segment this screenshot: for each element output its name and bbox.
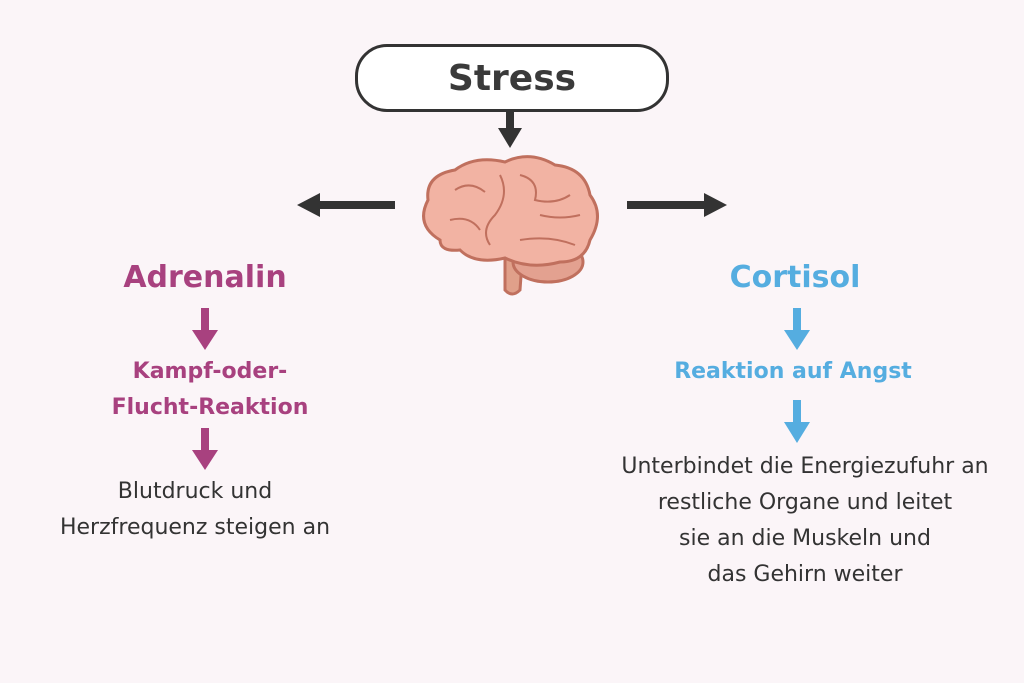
cortisol-effect: Unterbindet die Energiezufuhr an restlic… [621,449,988,593]
effect-line: Blutdruck und [117,479,273,504]
brain-icon [422,155,599,296]
arrow-left [297,193,395,217]
cortisol-reaction: Reaktion auf Angst [674,359,912,384]
reaction-line: Kampf-oder- [132,359,288,384]
effect-line: sie an die Muskeln und [679,526,931,551]
arrow-right [627,193,727,217]
reaction-line: Flucht-Reaktion [111,395,309,420]
stress-box: Stress [355,44,669,112]
effect-line: Unterbindet die Energiezufuhr an [621,454,989,479]
effect-line: das Gehirn weiter [707,562,903,587]
adrenalin-heading: Adrenalin [123,260,287,295]
arrow-down-cortisol [784,308,810,350]
arrow-down-kampf [192,428,218,470]
effect-line: Herzfrequenz steigen an [59,515,331,540]
cortisol-heading: Cortisol [729,260,861,295]
arrow-down-stress [498,108,522,148]
arrow-down-adrenalin [192,308,218,350]
adrenalin-reaction: Kampf-oder- Flucht-Reaktion [112,354,309,426]
stress-label: Stress [447,57,577,99]
arrow-down-reaktion [784,400,810,443]
adrenalin-effect: Blutdruck und Herzfrequenz steigen an [60,474,330,546]
effect-line: restliche Organe und leitet [657,490,953,515]
